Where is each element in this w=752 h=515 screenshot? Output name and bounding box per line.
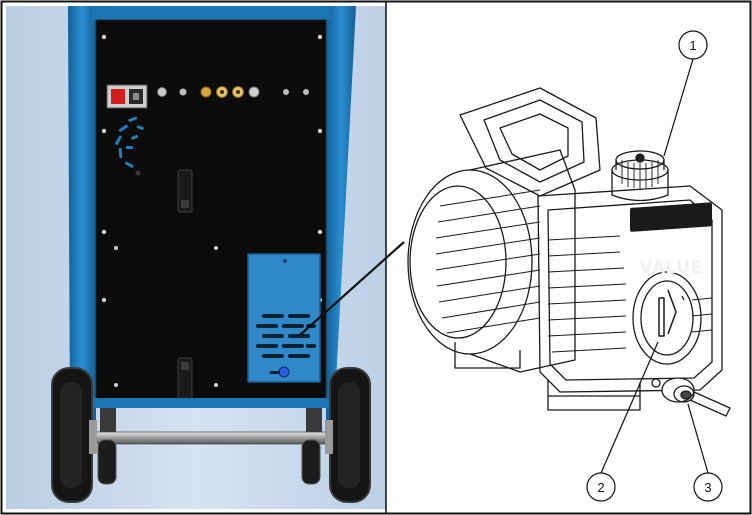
pump-rear-foot (454, 342, 521, 369)
callout-1: 1 (663, 30, 708, 157)
lower-handle (177, 357, 193, 405)
drain-valve (651, 377, 731, 417)
callout-2: 2 (586, 341, 659, 502)
pump-carry-handle (459, 87, 601, 197)
zoom-connector-line (299, 241, 405, 336)
callout-3-circle (693, 472, 723, 502)
callout-3-number: 3 (704, 480, 711, 495)
upper-handle (177, 169, 193, 213)
frame-left-upright (68, 6, 96, 420)
callout-2-leader (600, 341, 659, 474)
callout-2-circle (586, 472, 616, 502)
brand-badge: VALUE (630, 202, 712, 278)
callout-3-leader (687, 403, 709, 474)
motor-cooling-fins (435, 189, 541, 334)
pump-housing (537, 185, 723, 393)
callout-1-circle (678, 30, 708, 60)
callout-1-leader (663, 58, 694, 157)
frame-top-bar (92, 6, 330, 20)
vented-pump-cover (247, 253, 321, 383)
right-wheel (325, 367, 371, 503)
callout-2-number: 2 (597, 480, 604, 495)
machine-rear-view (6, 6, 386, 509)
panel-screws (101, 34, 323, 387)
callout-1-number: 1 (689, 38, 696, 53)
callout-3: 3 (687, 403, 723, 502)
frame-right-upright (326, 6, 356, 420)
oil-sight-glass (632, 271, 702, 365)
caster-wheels (97, 439, 321, 485)
brand-label: VALUE (639, 258, 702, 278)
panel-rivet (135, 170, 141, 176)
connection-fittings (157, 86, 309, 98)
fan-vent-icon (115, 116, 144, 168)
housing-fins (547, 235, 713, 353)
left-wheel (51, 367, 97, 503)
left-caster-bracket (100, 408, 116, 438)
frame-bottom-bar (70, 398, 336, 408)
right-caster-bracket (306, 408, 322, 438)
oil-fill-cap (611, 150, 669, 202)
motor-body (469, 149, 576, 373)
vacuum-pump (407, 87, 731, 417)
power-switch (106, 84, 148, 109)
